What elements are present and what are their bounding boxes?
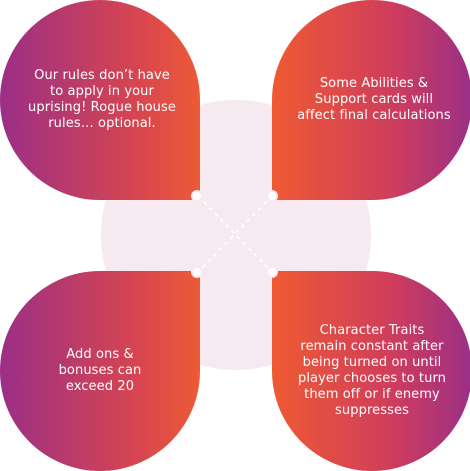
petal-top-left-text: Our rules don’t have to apply in your up… <box>28 68 176 132</box>
text-line: player chooses to turn <box>297 371 447 386</box>
connector-dot-bottom-left <box>191 266 203 278</box>
text-line: uprising! Rogue house <box>28 100 176 115</box>
text-line: remain constant after <box>300 339 444 354</box>
text-line: Add ons & <box>66 347 134 362</box>
text-line: suppresses <box>335 403 409 418</box>
text-line: Character Traits <box>319 323 425 338</box>
connector-dot-bottom-right <box>266 266 278 278</box>
petal-bottom-left: Add ons & bonuses can exceed 20 <box>0 271 200 471</box>
text-line: affect final calculations <box>297 108 451 123</box>
text-line: being turned on until <box>302 355 442 370</box>
connector-dot-top-left <box>191 190 203 202</box>
text-line: exceed 20 <box>65 379 135 394</box>
petal-bottom-right-text: Character Traits remain constant after b… <box>298 323 446 419</box>
text-line: bonuses can <box>58 363 142 378</box>
text-line: to apply in your <box>50 84 154 99</box>
petal-bottom-right: Character Traits remain constant after b… <box>272 271 470 471</box>
petal-top-left: Our rules don’t have to apply in your up… <box>0 0 200 200</box>
text-line: Our rules don’t have <box>34 68 170 83</box>
text-line: Support cards will <box>314 92 434 107</box>
text-line: them off or if enemy <box>304 387 440 402</box>
text-line: rules… optional. <box>48 116 156 131</box>
petal-bottom-left-text: Add ons & bonuses can exceed 20 <box>59 347 142 395</box>
petal-top-right: Some Abilities & Support cards will affe… <box>272 0 470 200</box>
text-line: Some Abilities & <box>319 76 429 91</box>
connector-dot-top-right <box>266 190 278 202</box>
petal-top-right-text: Some Abilities & Support cards will affe… <box>297 76 451 124</box>
